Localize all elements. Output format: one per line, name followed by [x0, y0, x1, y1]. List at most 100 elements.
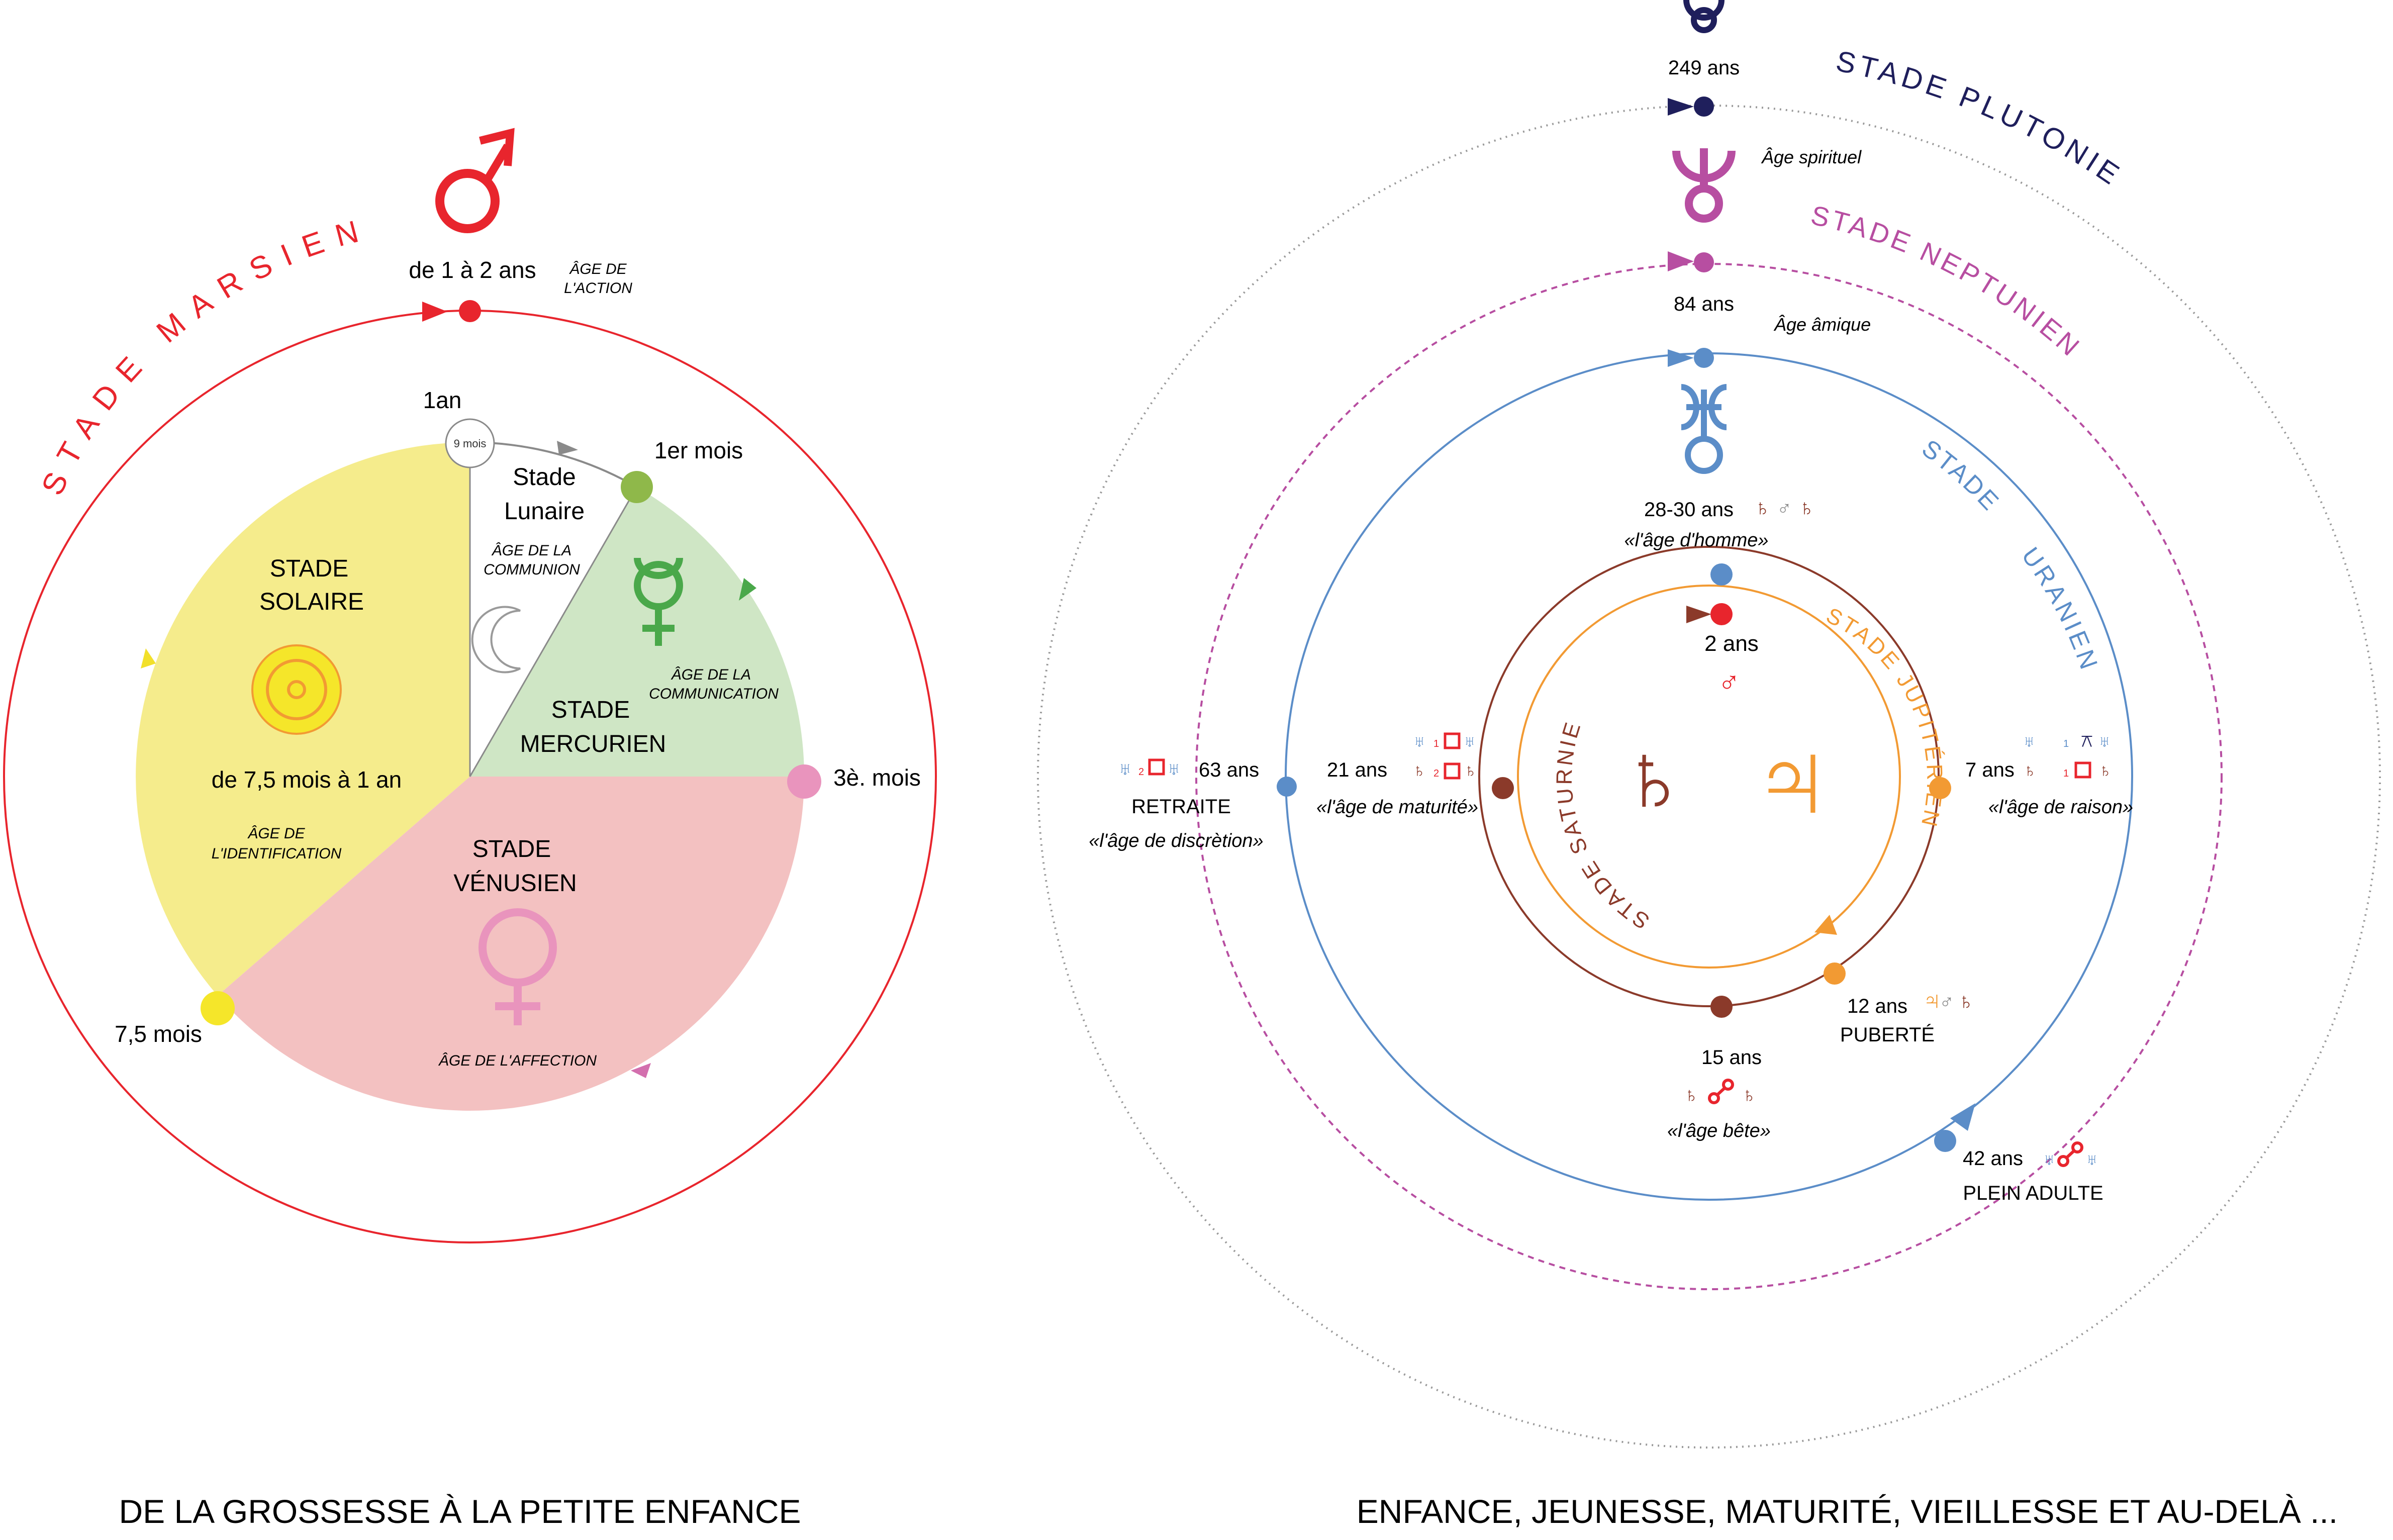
aspect-number: 1	[2063, 738, 2069, 749]
age-15-label: 15 ans	[1701, 1046, 1762, 1069]
stade-marsien-title: STADE MARSIEN	[35, 211, 375, 501]
uranus-icon: ♅	[2023, 732, 2035, 750]
aspect-number: 1	[2063, 768, 2069, 779]
lunar-age-label: COMMUNION	[484, 561, 580, 578]
uranus-dot	[1694, 348, 1714, 368]
pluto-icon	[1683, 0, 1725, 33]
neptune-arrow	[1668, 251, 1694, 271]
solar-age-range: de 7,5 mois à 1 an	[212, 766, 402, 793]
age-12-dot	[1824, 962, 1846, 985]
venus-sector	[218, 777, 804, 1111]
age-2-dot	[1710, 603, 1733, 625]
age-2-label: 2 ans	[1704, 631, 1759, 656]
square-icon	[1444, 732, 1461, 749]
stade-neptunien-title: STADE NEPTUNIEN	[1808, 200, 2087, 363]
stade-uranien-title: STADE	[1917, 434, 2005, 517]
mars-age-label: L'ACTION	[564, 280, 632, 297]
homme-label: «l'âge d'homme»	[1624, 530, 1768, 551]
age-7-dot	[1929, 777, 1951, 799]
age-21-dot	[1492, 777, 1514, 799]
saturn-icon: ♄	[2098, 760, 2112, 781]
nine-months-label: 9 mois	[454, 437, 487, 450]
square-icon	[1444, 762, 1461, 780]
jupiter-icon: ♃	[1923, 986, 1942, 1014]
mars-arrow	[422, 302, 447, 322]
mercury-sector	[470, 487, 804, 777]
mercury-stage-title: MERCURIEN	[520, 731, 666, 757]
aspect-number: 2	[1433, 768, 1439, 779]
amic-age-label: Âge âmique	[1773, 314, 1871, 335]
saturn-arrow	[1686, 606, 1711, 623]
saturn-icon: ♄	[1958, 989, 1974, 1014]
uranus-icon: ♅	[1464, 732, 1476, 750]
saturn-icon: ♄	[1618, 724, 1690, 831]
pluto-arrow	[1668, 98, 1694, 116]
stade-uranien-title: URANIEN	[2016, 542, 2104, 676]
venus-arrow	[631, 1063, 651, 1078]
mars-small-icon: ♂	[1718, 665, 1741, 699]
venus-stage-title: VÉNUSIEN	[453, 870, 577, 897]
conjunction-icon: ♂	[1939, 991, 1954, 1013]
discretion-label: «l'âge de discrètion»	[1089, 830, 1263, 851]
mercury-age-label: COMMUNICATION	[649, 686, 779, 702]
left-caption: DE LA GROSSESSE À LA PETITE ENFANCE	[119, 1493, 801, 1530]
uranus-icon: ♅	[2098, 732, 2111, 750]
saturn-icon: ♄	[1464, 760, 1477, 781]
saturn-icon: ♄	[2023, 760, 2037, 781]
lunar-boundary	[469, 487, 638, 777]
conjunction-icon: ♂	[1777, 498, 1792, 520]
solar-age-label: L'IDENTIFICATION	[212, 845, 342, 862]
solar-stage-title: STADE	[270, 555, 348, 582]
maturite-label: «l'âge de maturité»	[1316, 797, 1478, 818]
first-month-dot	[621, 471, 653, 503]
jupiter-arrow	[1814, 915, 1837, 935]
jupiter-orbit	[1517, 585, 1901, 969]
first-month-label: 1er mois	[654, 437, 743, 463]
moon-icon	[471, 606, 521, 673]
age-7-label: 7 ans	[1965, 759, 2015, 781]
spiritual-age-label: Âge spirituel	[1761, 147, 1862, 167]
sun-icon	[251, 644, 342, 735]
lunar-stage-title: Lunaire	[504, 498, 585, 525]
uranus-arrow	[1668, 349, 1694, 367]
saturn-icon: ♄	[1684, 1084, 1699, 1106]
uranus-icon: ♅	[2043, 1150, 2055, 1169]
age-28-dot	[1710, 563, 1733, 586]
seven-half-month-label: 7,5 mois	[115, 1021, 202, 1047]
square-icon	[2074, 761, 2091, 779]
uranus-icon	[1681, 384, 1727, 474]
uranus-icon: ♅	[2086, 1150, 2098, 1169]
age-63-dot	[1277, 777, 1297, 797]
venus-icon	[478, 908, 557, 1025]
mars-age-label: ÂGE DE	[568, 261, 627, 277]
age-42-label: 42 ans	[1963, 1147, 2023, 1170]
mercury-stage-title: STADE	[551, 697, 630, 723]
pluto-dot	[1694, 97, 1714, 117]
mars-icon	[435, 128, 515, 233]
age-15-dot	[1710, 996, 1733, 1018]
age-84-label: 84 ans	[1674, 293, 1734, 315]
solar-age-label: ÂGE DE	[247, 825, 305, 842]
saturn-orbit	[1478, 546, 1940, 1007]
venus-stage-title: STADE	[472, 836, 551, 862]
conjunction-icon: ⚻	[2081, 730, 2093, 751]
mars-dot	[459, 300, 481, 322]
jupiter-icon: ♃	[1751, 717, 1834, 840]
saturn-icon: ♄	[1742, 1084, 1757, 1106]
third-month-label: 3è. mois	[833, 764, 921, 791]
lunar-stage-title: Stade	[513, 464, 576, 491]
age-12-label: 12 ans	[1847, 995, 1907, 1017]
retraite-label: RETRAITE	[1131, 796, 1231, 818]
nine-months-marker	[445, 418, 495, 468]
mercury-arrow	[739, 578, 756, 601]
left-diagram: 9 mois de 1 à 2 ans ÂGE DE L'ACTION STAD…	[3, 128, 937, 1530]
bete-label: «l'âge bête»	[1667, 1120, 1771, 1141]
uranus-icon: ♅	[1413, 732, 1425, 750]
saturn-icon: ♄	[1798, 496, 1815, 520]
age-42-dot	[1934, 1130, 1956, 1152]
age-21-label: 21 ans	[1327, 759, 1387, 781]
opposition-icon	[1708, 1079, 1734, 1104]
opposition-icon	[2057, 1141, 2083, 1167]
